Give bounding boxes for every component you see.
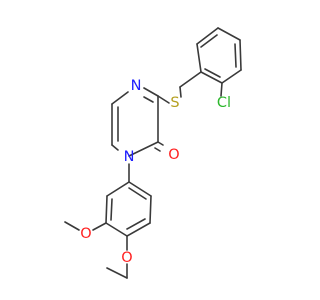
bond — [239, 39, 242, 71]
bond — [106, 181, 130, 197]
molecule-structure: N S Cl N O O O — [64, 27, 242, 279]
bond — [204, 68, 221, 78]
atom-cl: Cl — [217, 95, 231, 111]
bond — [143, 87, 159, 97]
bond — [110, 198, 113, 221]
bond — [149, 195, 152, 224]
bond — [157, 141, 164, 146]
bond — [126, 222, 151, 237]
bond — [111, 91, 129, 105]
bond — [234, 43, 237, 68]
bond — [128, 181, 152, 197]
bond — [221, 69, 242, 84]
bond — [196, 27, 219, 45]
bond — [179, 71, 202, 88]
bond — [128, 141, 159, 157]
atom-s: S — [170, 95, 179, 111]
atom-labels: N S Cl N O O O — [80, 78, 231, 266]
bond — [154, 147, 161, 152]
bond-lines — [64, 27, 242, 279]
bond — [92, 222, 107, 231]
atom-n-ring-bottom: N — [124, 149, 135, 165]
bond — [220, 82, 223, 97]
bond — [200, 34, 218, 48]
bond — [217, 27, 241, 41]
atom-o-methoxy-upper: O — [80, 226, 91, 242]
bond — [196, 43, 202, 73]
atom-n-ring-top: N — [131, 78, 142, 94]
bond — [105, 195, 108, 224]
atom-o-carbonyl: O — [168, 147, 179, 163]
bond — [105, 222, 128, 237]
bond — [179, 86, 182, 98]
bond — [106, 267, 128, 279]
bond — [64, 221, 80, 231]
bond — [157, 95, 170, 104]
bond — [111, 144, 119, 151]
bond — [143, 96, 154, 103]
bond — [126, 218, 146, 230]
atom-o-methoxy-lower: O — [121, 250, 132, 266]
bond — [128, 187, 147, 200]
bond — [200, 71, 223, 84]
